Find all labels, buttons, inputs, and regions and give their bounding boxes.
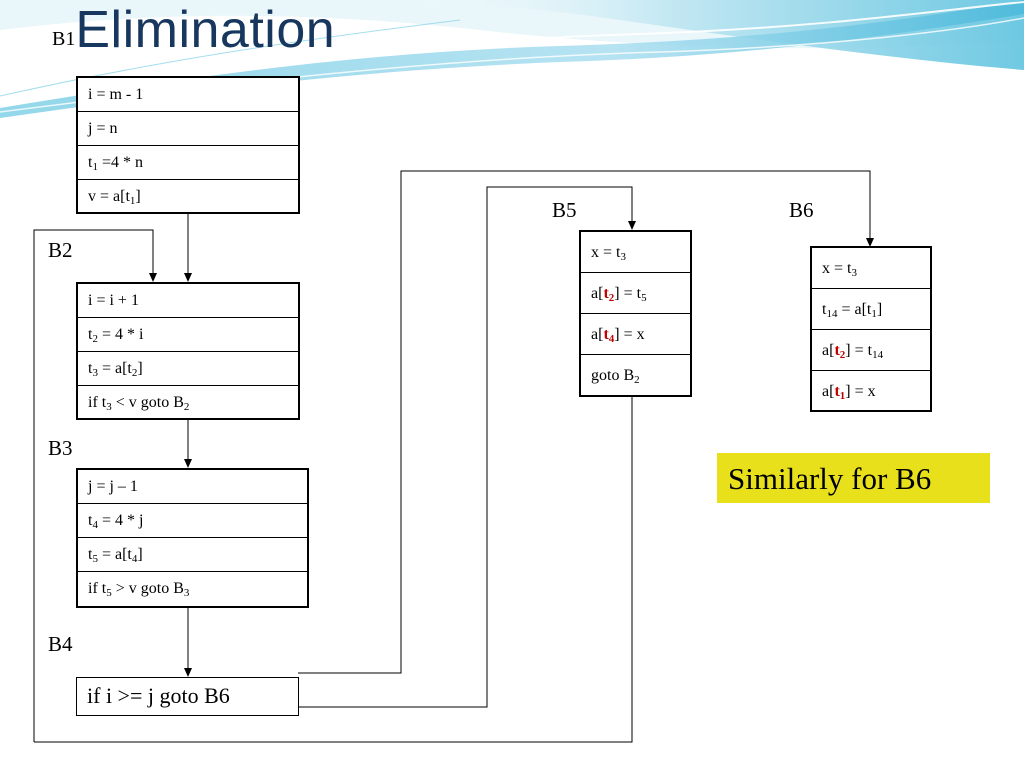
header-wave-decoration: [0, 0, 1024, 118]
statement-row: a[t1] = x: [822, 383, 876, 402]
slide-title: B1Elimination: [52, 0, 335, 60]
label-b4: B4: [48, 632, 73, 656]
statement-row: x = t3: [581, 232, 690, 273]
statement-row: a[t4] = x: [581, 314, 690, 355]
statement-row: if t3 < v goto B2: [88, 394, 190, 413]
statement-row: goto B2: [591, 367, 640, 386]
statement-row: j = n: [78, 112, 298, 146]
arrowhead-b4-icon: [184, 668, 192, 677]
highlighted-temp: t2: [603, 285, 615, 304]
statement-row: i = i + 1: [78, 284, 298, 318]
title-main: Elimination: [75, 1, 336, 59]
highlighted-temp: t2: [834, 342, 846, 361]
statement-row: t14 = a[t1]: [812, 289, 930, 330]
note-similarly-b6: Similarly for B6: [717, 453, 990, 503]
arrowhead-b2-top-icon: [184, 273, 192, 282]
block-b4: if i >= j goto B6: [76, 677, 299, 716]
statement-row: t3 = a[t2]: [78, 352, 298, 386]
highlighted-temp: t4: [603, 326, 615, 345]
highlighted-temp: t1: [834, 383, 846, 402]
statement-row: if t5 > v goto B3: [88, 580, 190, 599]
arrowhead-b2-loop-icon: [149, 273, 157, 282]
arrowhead-b3-icon: [184, 459, 192, 468]
statement-row: t1 =4 * n: [78, 146, 298, 180]
statement-row: t2 = 4 * i: [78, 318, 298, 352]
statement-row: j = j – 1: [78, 470, 307, 504]
statement-row: x = t3: [812, 248, 930, 289]
statement-row: t5 = a[t4]: [78, 538, 307, 572]
statement-row: a[t2] = t5: [581, 273, 690, 314]
arrowhead-b5-icon: [628, 221, 636, 230]
label-b6: B6: [789, 198, 814, 222]
statement-row: t4 = 4 * j: [78, 504, 307, 538]
statement-row: a[t2] = t14: [812, 330, 930, 371]
label-b3: B3: [48, 436, 73, 460]
label-b2: B2: [48, 238, 73, 262]
statement-row: i = m - 1: [78, 78, 298, 112]
statement-row: v = a[t1]: [88, 188, 141, 207]
label-b5: B5: [552, 198, 577, 222]
title-prefix: B1: [52, 28, 76, 50]
